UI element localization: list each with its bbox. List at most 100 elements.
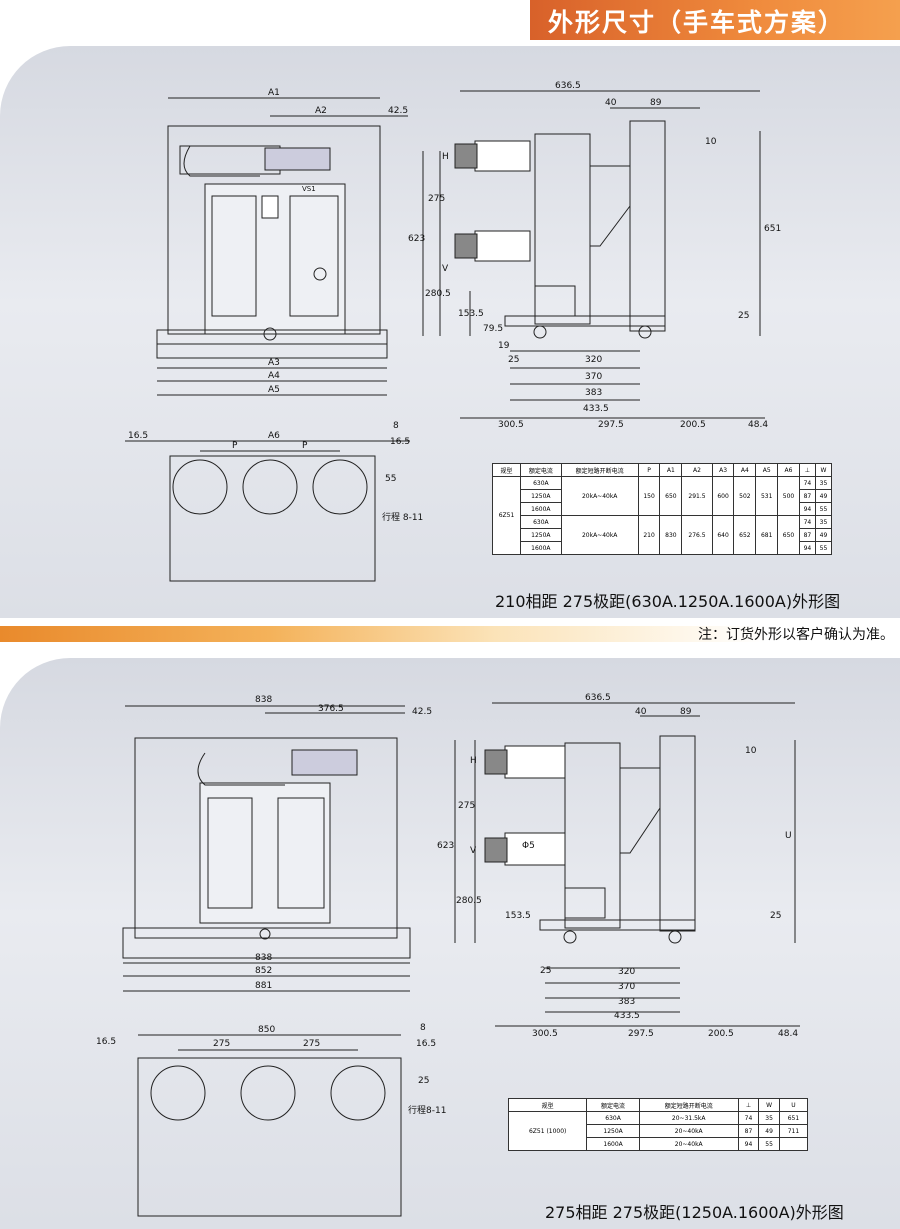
dim-42-5: 42.5 (412, 707, 432, 717)
spec-table-1: 规型 额定电流 额定短路开断电流 P A1 A2 A3 A4 A5 A6 ⊥ W… (492, 463, 833, 555)
label-V: V (442, 264, 449, 274)
dim-P1: P (232, 441, 238, 451)
cell: 74 (798, 476, 816, 490)
cell: 20~40kA (638, 1137, 739, 1151)
dim-U: U (785, 831, 792, 841)
cell: 291.5 (681, 476, 713, 516)
dim-376-5: 376.5 (318, 704, 344, 714)
cell: 1600A (519, 502, 562, 516)
dim-48-4: 48.4 (748, 420, 768, 430)
th: 规型 (492, 463, 521, 477)
upper-contact (474, 140, 531, 172)
cell: 55 (814, 541, 833, 555)
th: ⊥ (737, 1098, 760, 1112)
th: U (778, 1098, 809, 1112)
front-panel-right (289, 195, 339, 317)
cell: 1600A (519, 541, 562, 555)
cell: 150 (637, 476, 661, 516)
model-cell: 6Z51 (1000) (507, 1111, 588, 1151)
dim-89: 89 (650, 98, 662, 108)
table-row: 6Z51 630A 20kA~40kA 150 650 291.5 600 50… (492, 476, 833, 555)
dim-A6: A6 (268, 431, 280, 441)
dim-297-5: 297.5 (598, 420, 624, 430)
cell: 55 (814, 502, 833, 516)
dim-42-5: 42.5 (388, 106, 408, 116)
dim-881: 881 (255, 981, 272, 991)
cell: 681 (755, 515, 779, 555)
dim-55: 55 (385, 474, 396, 484)
side-housing (534, 133, 591, 325)
dim-A5: A5 (268, 385, 280, 395)
side-housing (564, 742, 621, 929)
brand-label: VS1 (302, 185, 316, 193)
dim-200-5: 200.5 (708, 1029, 734, 1039)
front-panel-left (211, 195, 257, 317)
cell: 1250A (519, 489, 562, 503)
cell: 210 (637, 515, 661, 555)
dim-636-5: 636.5 (585, 693, 611, 703)
cell: 650 (659, 476, 683, 516)
dim-651: 651 (764, 224, 781, 234)
cell: 35 (814, 476, 833, 490)
th: A5 (755, 463, 779, 477)
dim-370: 370 (618, 982, 635, 992)
cell: 531 (755, 476, 779, 516)
table-row: 6Z51 (1000) 630A 20~31.5kA 74 35 651 (507, 1111, 809, 1151)
dim-16-5b: 16.5 (416, 1039, 436, 1049)
dim-P2: P (302, 441, 308, 451)
cell: 94 (798, 502, 816, 516)
dim-25-top: 25 (418, 1076, 429, 1086)
cell: 20kA~40kA (560, 515, 639, 555)
pole-1 (172, 459, 228, 515)
cell: 35 (814, 515, 833, 529)
top-view-body (169, 455, 376, 582)
cell: 74 (798, 515, 816, 529)
cell: 87 (798, 489, 816, 503)
frame-outline (134, 737, 398, 939)
cell: 35 (758, 1111, 780, 1125)
top-view-body (137, 1057, 402, 1217)
table-row: 1250A 20~40kA 87 49 711 (509, 1124, 809, 1138)
th: A2 (681, 463, 713, 477)
dim-433-5: 433.5 (614, 1011, 640, 1021)
th: ⊥ (798, 463, 816, 477)
dim-320: 320 (618, 967, 635, 977)
page-title: 外形尺寸（手车式方案） (548, 8, 846, 37)
stroke-note: 行程 8-11 (382, 511, 423, 523)
table-row: 1600A 94 55 (493, 541, 833, 555)
cell: 87 (737, 1124, 760, 1138)
dim-153-5: 153.5 (505, 911, 531, 921)
trolley-base (122, 927, 411, 959)
dim-623: 623 (408, 234, 425, 244)
dim-10: 10 (705, 137, 717, 147)
pole-3 (312, 459, 368, 515)
dim-40: 40 (605, 98, 617, 108)
dim-10: 10 (745, 746, 757, 756)
dim-838-base: 838 (255, 953, 272, 963)
table-row: 1600A 20~40kA 94 55 (509, 1137, 809, 1151)
cell: 276.5 (681, 515, 713, 555)
dim-280-5: 280.5 (456, 896, 482, 906)
cell: 640 (711, 515, 735, 555)
cell: 94 (798, 541, 816, 555)
cell: 652 (733, 515, 757, 555)
dim-16-5a: 16.5 (96, 1037, 116, 1047)
divider-band (0, 626, 900, 642)
dim-8: 8 (420, 1023, 426, 1033)
cell: 1250A (519, 528, 562, 542)
front-panel-right (277, 797, 325, 909)
cell: 502 (733, 476, 757, 516)
dim-275: 275 (458, 801, 475, 811)
cell: 87 (798, 528, 816, 542)
dim-8: 8 (393, 421, 399, 431)
cell: 650 (777, 515, 800, 555)
dim-297-5: 297.5 (628, 1029, 654, 1039)
th: 额定电流 (586, 1098, 640, 1112)
stroke-note: 行程8-11 (408, 1104, 446, 1116)
caption-section-2: 275相距 275极距(1250A.1600A)外形图 (545, 1203, 844, 1222)
pole-2 (242, 459, 298, 515)
dim-852: 852 (255, 966, 272, 976)
cell: 49 (758, 1124, 780, 1138)
cell: 711 (778, 1124, 809, 1138)
table-row: 1600A 94 55 (493, 502, 833, 516)
